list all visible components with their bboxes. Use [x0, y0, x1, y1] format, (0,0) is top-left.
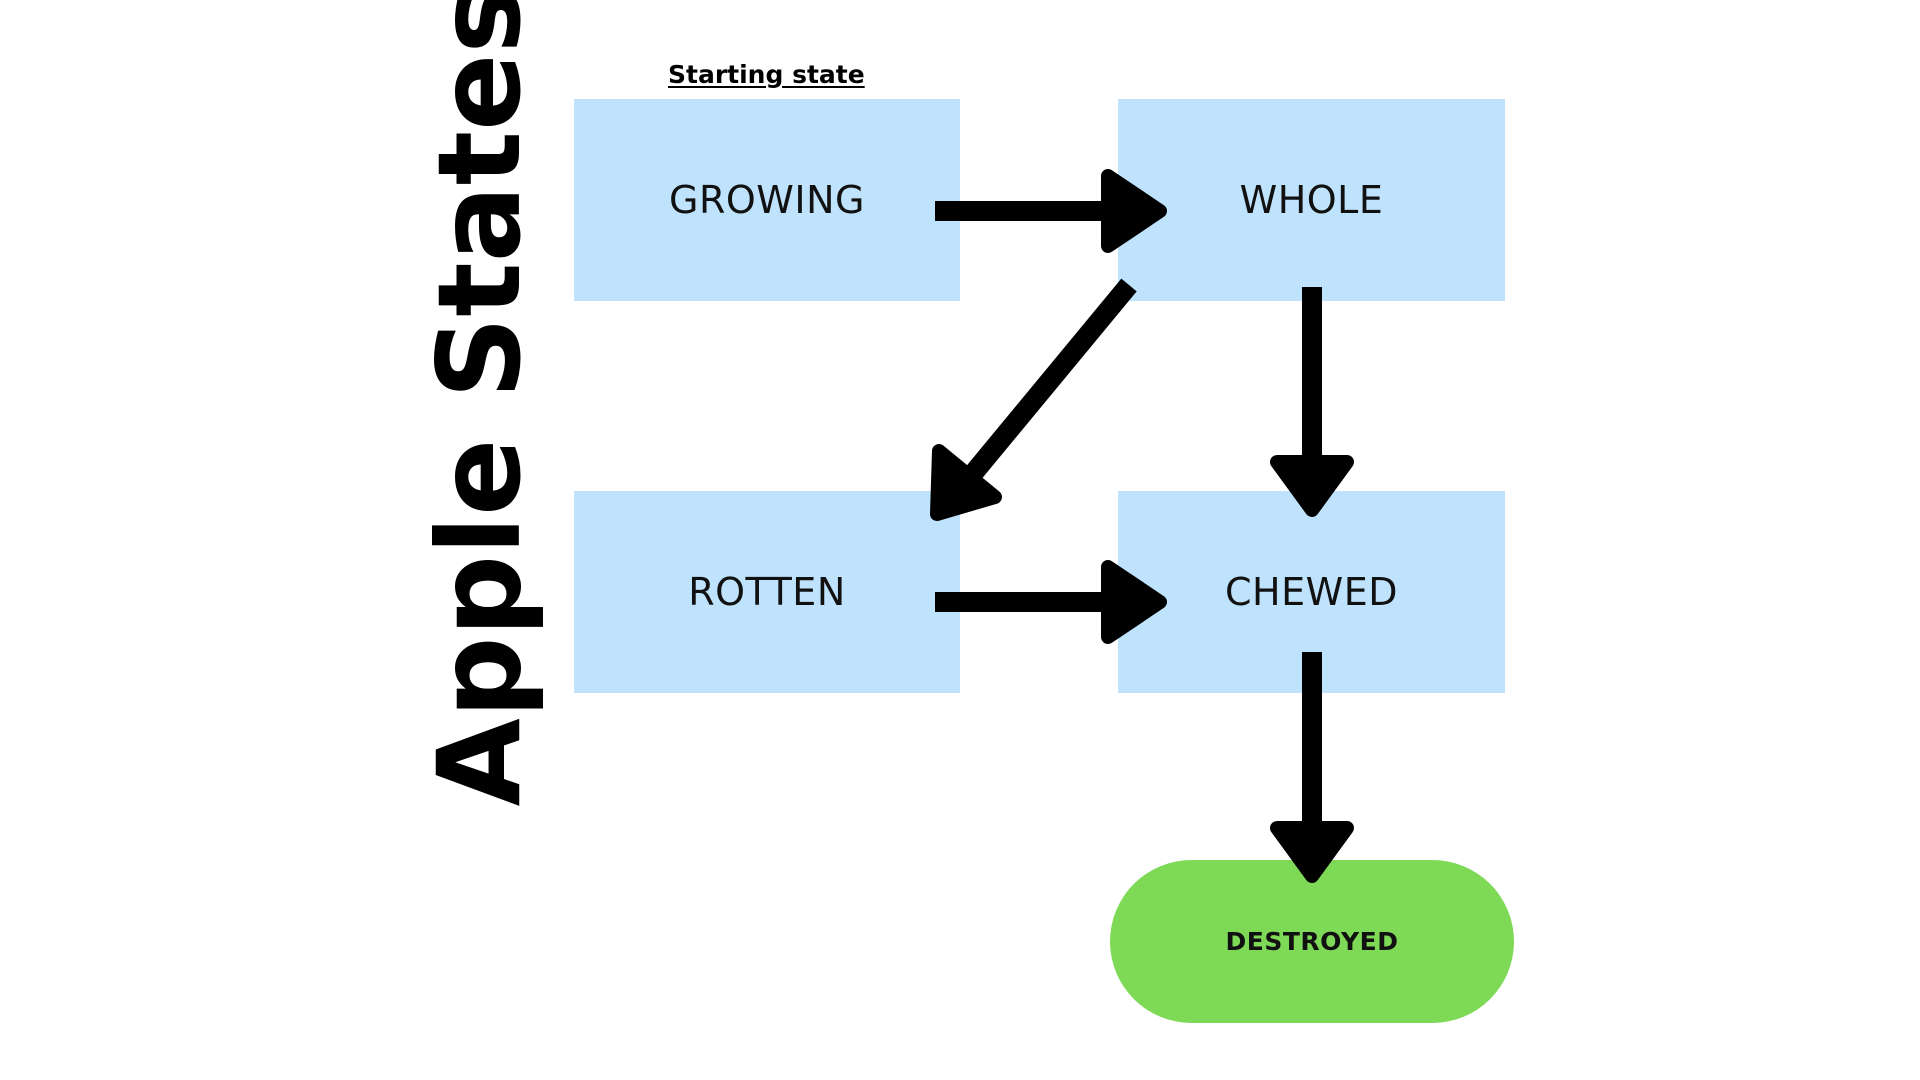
state-growing: GROWING [574, 99, 960, 301]
state-rotten-label: ROTTEN [688, 570, 846, 614]
state-whole-label: WHOLE [1239, 178, 1384, 222]
state-chewed-label: CHEWED [1225, 570, 1398, 614]
arrow-whole-to-chewed [1270, 287, 1354, 517]
arrow-whole-to-rotten [930, 278, 1137, 521]
state-destroyed: DESTROYED [1110, 860, 1514, 1023]
state-destroyed-label: DESTROYED [1225, 927, 1399, 956]
starting-state-caption: Starting state [668, 60, 865, 89]
state-rotten: ROTTEN [574, 491, 960, 693]
state-chewed: CHEWED [1118, 491, 1505, 693]
state-growing-label: GROWING [669, 178, 865, 222]
diagram-title: Apple States [413, 0, 546, 807]
state-whole: WHOLE [1118, 99, 1505, 301]
